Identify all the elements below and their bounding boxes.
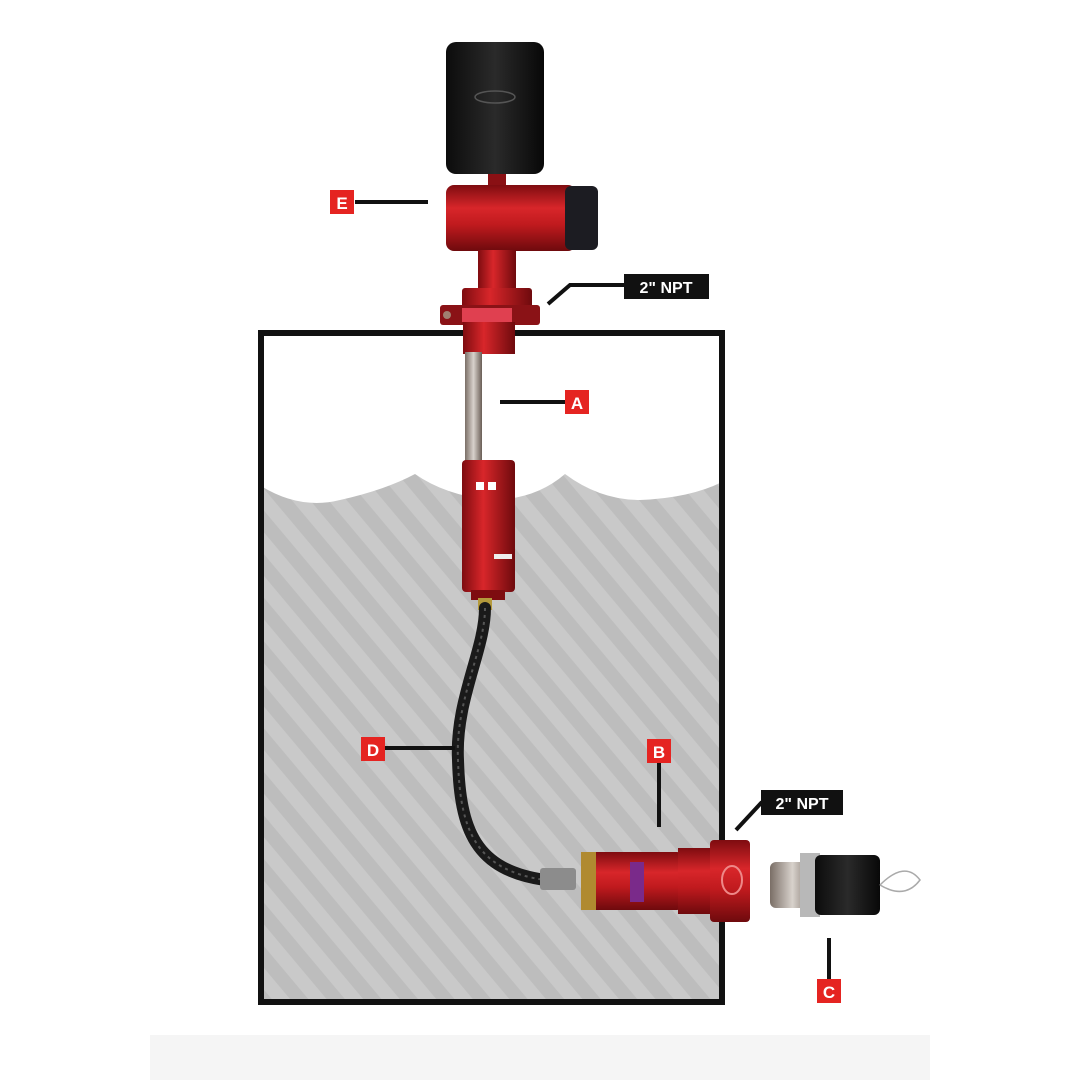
svg-text:2" NPT: 2" NPT: [640, 280, 693, 297]
hose-fitting: [540, 868, 576, 890]
label-e: E: [330, 190, 354, 214]
callout-side-npt: 2" NPT: [761, 790, 843, 815]
logo-icon: [721, 865, 743, 895]
label-d: D: [361, 737, 385, 761]
label-c: C: [817, 979, 841, 1003]
svg-text:E: E: [336, 194, 347, 213]
breather-filter: [446, 42, 544, 186]
label-b: B: [647, 739, 671, 763]
component-a-tube: [465, 352, 482, 464]
callout-top-npt: 2" NPT: [624, 274, 709, 299]
logo-icon: [474, 90, 516, 104]
svg-text:D: D: [367, 741, 379, 760]
label-a: A: [565, 390, 589, 414]
leader-lines: [355, 200, 831, 980]
component-e-body: [440, 185, 598, 354]
svg-text:B: B: [653, 743, 665, 762]
pump-lower-body: [462, 460, 515, 610]
svg-text:2" NPT: 2" NPT: [776, 796, 829, 813]
svg-text:C: C: [823, 983, 835, 1002]
background-band: [150, 1035, 930, 1080]
component-b-coupler: [581, 840, 750, 922]
component-c-plug: [770, 853, 921, 917]
svg-text:A: A: [571, 394, 583, 413]
